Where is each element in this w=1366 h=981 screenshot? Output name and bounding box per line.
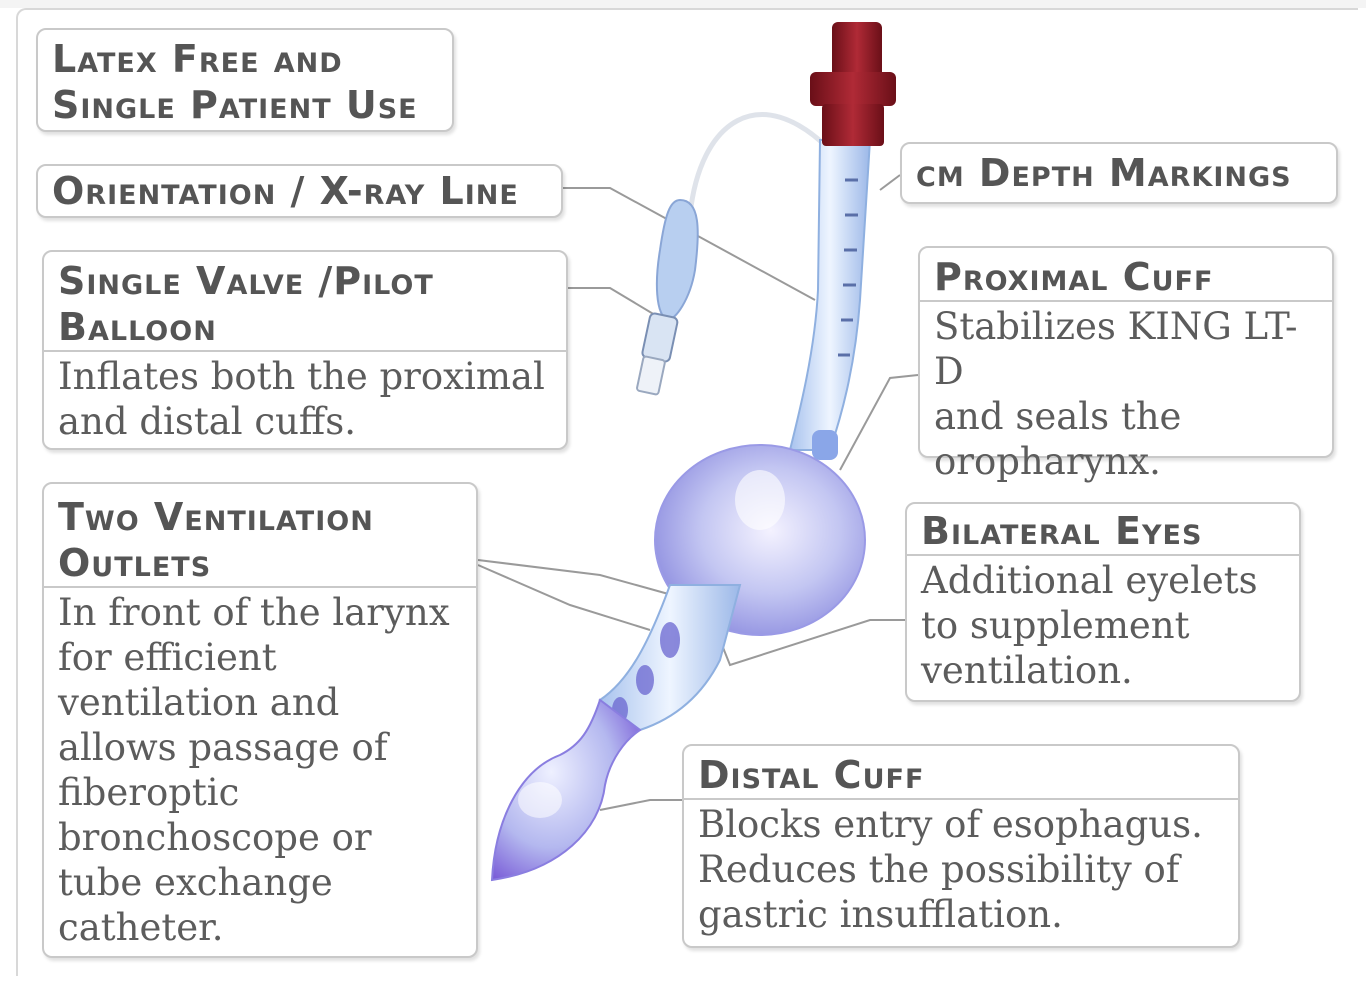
callout-description: Additional eyelets to supplement ventila… <box>907 554 1299 697</box>
callout-title: cm Depth Markings <box>902 150 1336 196</box>
distal-highlight <box>518 782 562 818</box>
leader-proximal <box>840 375 918 470</box>
callout-title: Proximal Cuff <box>920 254 1332 300</box>
connector-neck <box>822 104 884 146</box>
callout-ventilation-outlets: Two Ventilation Outlets In front of the … <box>42 482 478 958</box>
callout-title: Orientation / X-ray Line <box>38 168 561 214</box>
pilot-line <box>690 115 830 215</box>
cuff-highlight <box>735 470 785 530</box>
callout-depth-markings: cm Depth Markings <box>900 142 1338 204</box>
pilot-valve-tip <box>636 356 665 395</box>
callout-description: Inflates both the proximal and distal cu… <box>44 350 566 448</box>
callout-proximal-cuff: Proximal Cuff Stabilizes KING LT-D and s… <box>918 246 1334 458</box>
leader-outlets-b <box>478 565 650 630</box>
callout-distal-cuff: Distal Cuff Blocks entry of esophagus. R… <box>682 744 1240 948</box>
callout-title: Distal Cuff <box>684 752 1238 798</box>
callout-description: Stabilizes KING LT-D and seals the oroph… <box>920 300 1332 488</box>
callout-latex-free: Latex Free and Single Patient Use <box>36 28 454 132</box>
callout-bilateral-eyes: Bilateral Eyes Additional eyelets to sup… <box>905 502 1301 702</box>
connector-flange <box>810 72 896 106</box>
callout-title: Single Valve /Pilot Balloon <box>44 258 566 350</box>
callout-title: Bilateral Eyes <box>907 508 1299 554</box>
distal-cuff <box>492 700 640 880</box>
leader-valve <box>568 288 655 315</box>
callout-description: In front of the larynx for efficient ven… <box>44 586 476 954</box>
callout-title: Two Ventilation Outlets <box>44 494 476 586</box>
leader-distal <box>600 800 682 810</box>
pilot-valve <box>642 313 679 363</box>
callout-orientation-line: Orientation / X-ray Line <box>36 164 563 218</box>
callout-pilot-balloon: Single Valve /Pilot Balloon Inflates bot… <box>42 250 568 450</box>
callout-title: Latex Free and Single Patient Use <box>38 36 452 128</box>
main-tube <box>790 140 870 450</box>
connector-cap-top <box>832 22 882 80</box>
cuff-inflation-port <box>812 430 838 460</box>
leader-depth <box>880 175 900 190</box>
callout-description: Blocks entry of esophagus. Reduces the p… <box>684 798 1238 941</box>
